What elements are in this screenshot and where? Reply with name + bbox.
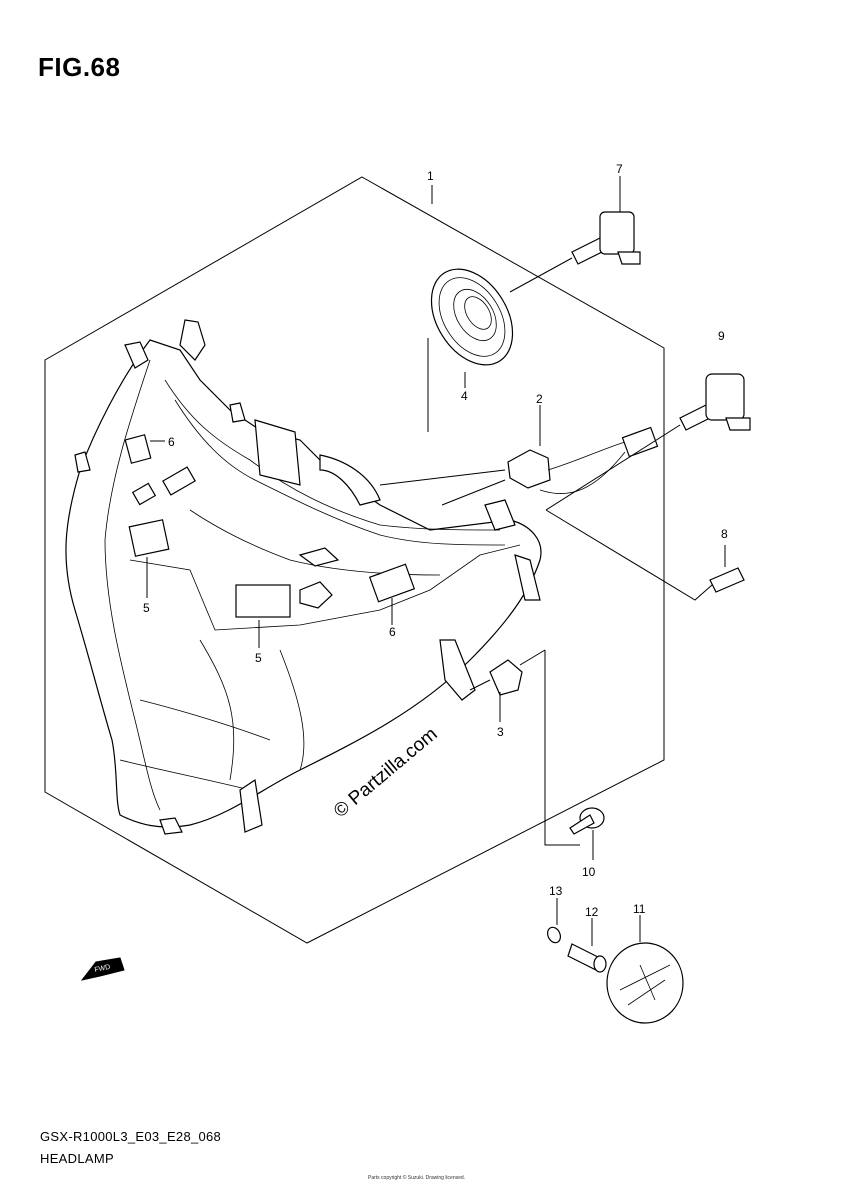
section-name: HEADLAMP: [40, 1151, 114, 1166]
callout-5b: 5: [255, 651, 262, 665]
headlight-bulb-9: [679, 373, 751, 431]
callout-9: 9: [718, 329, 725, 343]
callout-10: 10: [582, 865, 596, 879]
callout-2: 2: [536, 392, 543, 406]
callout-4: 4: [461, 389, 468, 403]
model-code: GSX-R1000L3_E03_E28_068: [40, 1129, 222, 1144]
figure-title: FIG.68: [38, 52, 121, 82]
screw-10: [569, 807, 605, 835]
callout-11: 11: [633, 902, 646, 916]
assembly-box: [44, 176, 665, 944]
washer-13: [546, 926, 562, 944]
callout-12: 12: [585, 905, 599, 919]
headlight-bulb-7: [571, 211, 641, 265]
position-bulb-8: [709, 567, 745, 593]
rubber-cap: [430, 268, 514, 366]
socket-with-wire-2: [507, 426, 659, 494]
fwd-arrow-icon: FWD: [80, 957, 125, 981]
emblem-cap-11: [606, 942, 684, 1024]
fwd-label: FWD: [94, 964, 111, 974]
callout-13: 13: [549, 884, 563, 898]
callout-5a: 5: [143, 601, 150, 615]
pin-12: [567, 943, 607, 973]
grommet-3: [489, 659, 523, 696]
headlamp-housing: [65, 319, 542, 835]
callout-6a: 6: [168, 435, 175, 449]
leader-lines: [146, 176, 726, 946]
copyright-note: Parts copyright © Suzuki. Drawing licens…: [368, 1175, 466, 1181]
callout-7: 7: [616, 162, 623, 176]
callout-6b: 6: [389, 625, 396, 639]
callout-8: 8: [721, 527, 728, 541]
callout-3: 3: [497, 725, 504, 739]
callout-1: 1: [427, 169, 434, 183]
